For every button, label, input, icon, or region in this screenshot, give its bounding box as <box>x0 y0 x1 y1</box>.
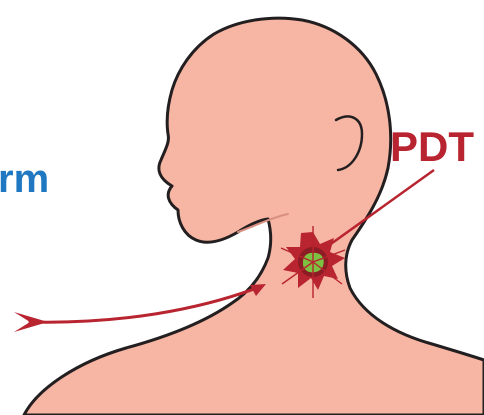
arrow-fletching <box>14 312 48 332</box>
pdt-label: PDT <box>390 123 474 170</box>
left-label: rm <box>0 157 49 201</box>
head-silhouette <box>24 18 484 415</box>
